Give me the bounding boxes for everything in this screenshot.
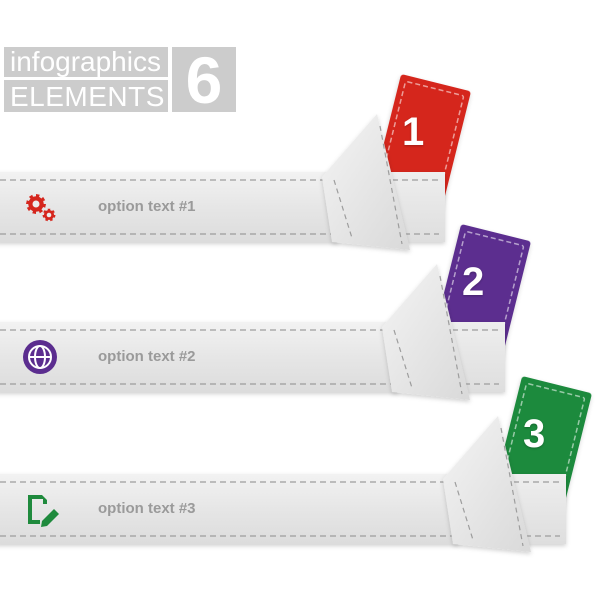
gears-icon [26, 194, 56, 222]
option-number-3: 3 [523, 412, 546, 456]
globe-icon [23, 340, 57, 374]
ribbon-band-3 [0, 474, 459, 544]
ribbon-band-1 [0, 172, 338, 242]
header-title-line2: ELEMENTS [4, 80, 168, 112]
document-edit-icon [28, 495, 59, 527]
ribbon-flap-1 [322, 114, 410, 250]
ribbon-band-2 [0, 322, 398, 392]
option-number-2: 2 [462, 260, 485, 304]
option-item-1 [0, 74, 471, 250]
ribbon-flap-3 [443, 416, 531, 552]
header-title-line1: infographics [4, 47, 168, 77]
header-number: 6 [172, 47, 236, 113]
option-label-3: option text #3 [98, 500, 196, 517]
option-label-1: option text #1 [98, 198, 196, 215]
option-label-2: option text #2 [98, 348, 196, 365]
option-item-2 [0, 224, 531, 400]
option-item-3 [0, 376, 592, 552]
option-number-1: 1 [402, 110, 425, 154]
ribbon-flap-2 [382, 264, 470, 400]
